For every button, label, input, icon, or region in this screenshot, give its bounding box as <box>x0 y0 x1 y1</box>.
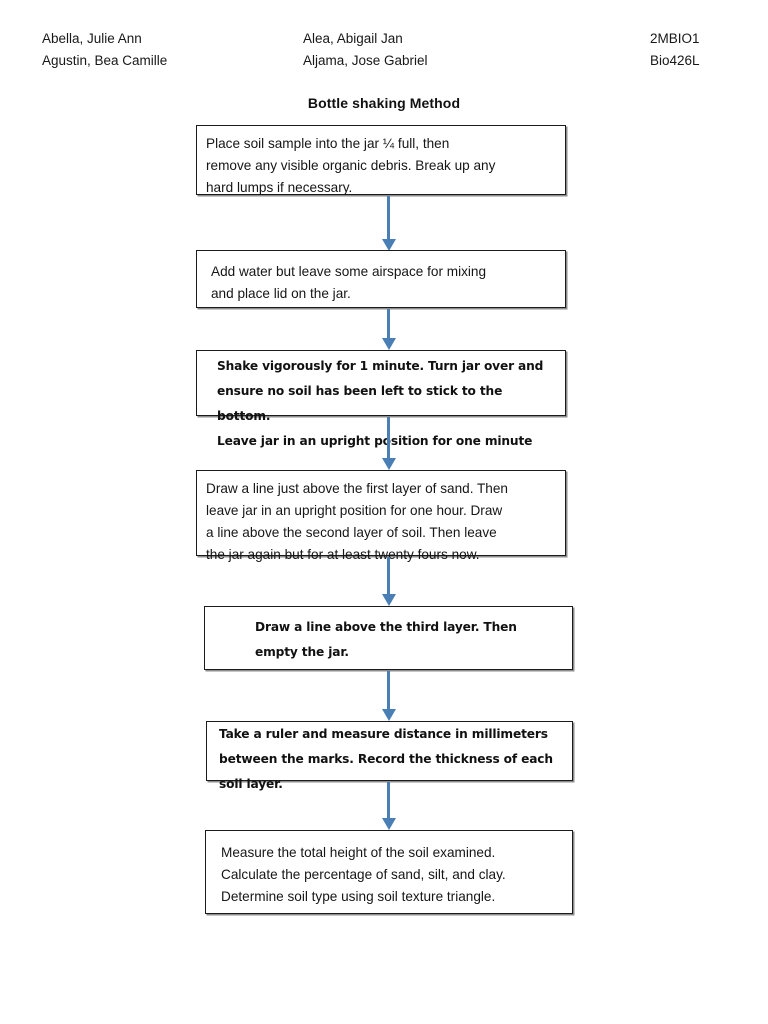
step-6-text: Take a ruler and measure distance in mil… <box>219 722 564 797</box>
step-4-line-3: a line above the second layer of soil. T… <box>206 525 497 540</box>
step-3-line-3: Leave jar in an upright position for one… <box>217 434 533 448</box>
author-name-1: Abella, Julie Ann <box>42 31 142 46</box>
step-7-line-2: Calculate the percentage of sand, silt, … <box>221 867 506 882</box>
step-6-line-2: between the marks. Record the thickness … <box>219 752 553 766</box>
arrow-head <box>381 458 396 470</box>
step-1-text: Place soil sample into the jar ¼ full, t… <box>206 133 557 199</box>
step-5-line-2: empty the jar. <box>255 645 349 659</box>
step-5-line-1: Draw a line above the third layer. Then <box>255 620 517 634</box>
arrow-head <box>381 594 396 606</box>
down-arrow-icon-6 <box>381 782 397 831</box>
arrow-shaft <box>387 671 391 710</box>
arrow-head <box>381 818 396 830</box>
down-arrow-icon-5 <box>381 671 397 722</box>
step-5-text: Draw a line above the third layer. Then … <box>255 615 564 665</box>
step-1-line-2: remove any visible organic debris. Break… <box>206 158 496 173</box>
step-7-text: Measure the total height of the soil exa… <box>221 842 564 908</box>
step-4-line-2: leave jar in an upright position for one… <box>206 503 503 518</box>
arrow-head <box>381 338 396 350</box>
step-4-line-4: the jar again but for at least twenty fo… <box>206 547 480 562</box>
arrow-shaft <box>387 309 391 339</box>
flowchart-step-2: Add water but leave some airspace for mi… <box>196 250 566 308</box>
down-arrow-icon-1 <box>381 196 397 252</box>
author-name-4: Aljama, Jose Gabriel <box>303 53 428 68</box>
step-4-text: Draw a line just above the first layer o… <box>206 478 556 566</box>
step-7-line-3: Determine soil type using soil texture t… <box>221 889 496 904</box>
flowchart-step-1: Place soil sample into the jar ¼ full, t… <box>196 125 566 195</box>
arrow-shaft <box>387 196 391 240</box>
flowchart-step-3: Shake vigorously for 1 minute. Turn jar … <box>196 350 566 448</box>
step-1-line-1: Place soil sample into the jar ¼ full, t… <box>206 136 450 151</box>
author-name-3: Alea, Abigail Jan <box>303 31 403 46</box>
down-arrow-icon-2 <box>381 309 397 351</box>
step-4-line-1: Draw a line just above the first layer o… <box>206 481 508 496</box>
arrow-shaft <box>387 557 391 595</box>
down-arrow-icon-3 <box>381 417 397 471</box>
step-6-line-3: soil layer. <box>219 777 283 791</box>
step-3-line-2: ensure no soil has been left to stick to… <box>217 384 503 423</box>
arrow-shaft <box>387 782 391 819</box>
arrow-head <box>381 239 396 251</box>
down-arrow-icon-4 <box>381 557 397 607</box>
flowchart-step-4: Draw a line just above the first layer o… <box>196 470 566 562</box>
flowchart-step-7: Measure the total height of the soil exa… <box>205 830 573 914</box>
course-code: Bio426L <box>650 53 700 68</box>
step-1-line-3: hard lumps if necessary. <box>206 180 353 195</box>
page-title: Bottle shaking Method <box>307 95 461 111</box>
flowchart-step-5: Draw a line above the third layer. Then … <box>204 606 573 670</box>
step-3-line-1: Shake vigorously for 1 minute. Turn jar … <box>217 359 544 373</box>
step-2-line-1: Add water but leave some airspace for mi… <box>211 264 487 279</box>
page-header: Abella, Julie Ann Agustin, Bea Camille A… <box>0 0 768 80</box>
step-3-text: Shake vigorously for 1 minute. Turn jar … <box>217 354 557 454</box>
step-6-line-1: Take a ruler and measure distance in mil… <box>219 727 548 741</box>
step-2-line-2: and place lid on the jar. <box>211 286 351 301</box>
section-code: 2MBIO1 <box>650 31 700 46</box>
arrow-shaft <box>387 417 391 459</box>
flowchart-step-6: Take a ruler and measure distance in mil… <box>206 721 573 791</box>
step-2-text: Add water but leave some airspace for mi… <box>211 261 557 305</box>
step-7-line-1: Measure the total height of the soil exa… <box>221 845 496 860</box>
author-name-2: Agustin, Bea Camille <box>42 53 168 68</box>
arrow-head <box>381 709 396 721</box>
